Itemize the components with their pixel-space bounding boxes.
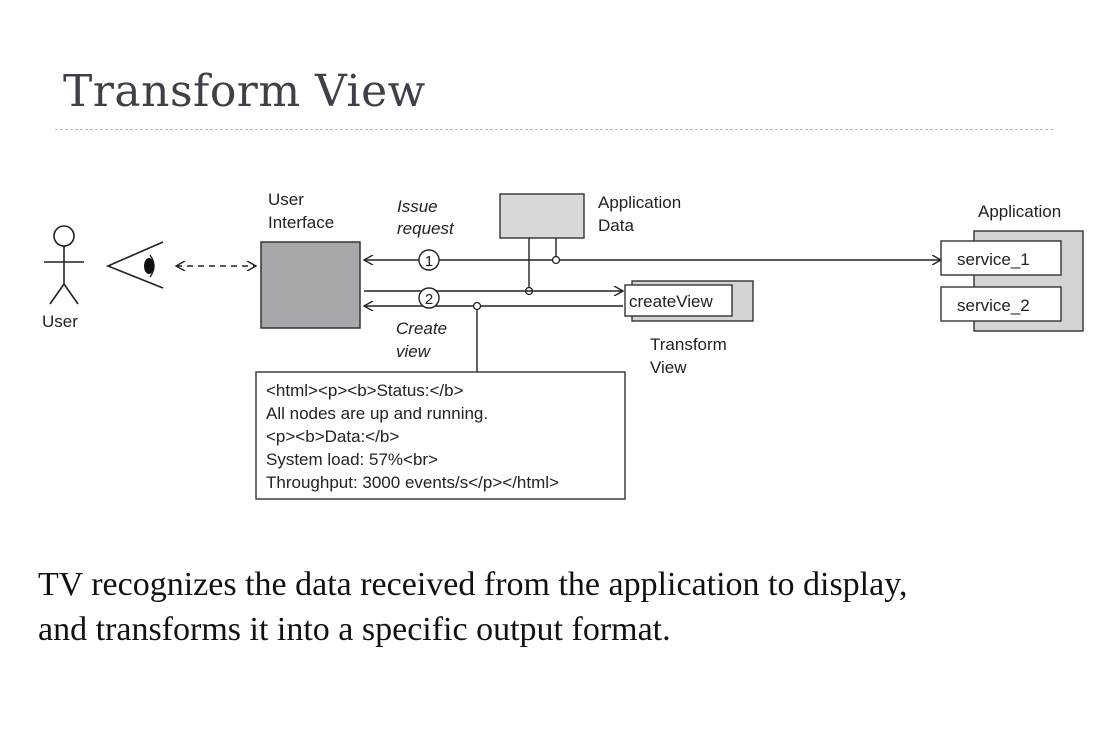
create-view-method-box <box>624 284 733 317</box>
user-interface-label: User Interface <box>268 190 334 232</box>
junction-dot <box>472 301 482 311</box>
junction-dot <box>551 255 561 265</box>
application-data-box <box>499 193 585 239</box>
caption-line: TV recognizes the data received from the… <box>38 566 908 603</box>
step-2-marker <box>418 287 440 309</box>
issue-request-label: Issue request <box>397 197 455 238</box>
create-view-label: Create view <box>396 319 452 361</box>
user-interface-box <box>260 241 361 329</box>
service-1-label: service_1 <box>957 250 1030 269</box>
slide-title: Transform View <box>63 66 426 117</box>
slide-caption: TV recognizes the data received from the… <box>38 562 1058 652</box>
create-view-method-label: createView <box>629 292 714 311</box>
service-1-box <box>940 240 1062 276</box>
service-2-box <box>940 286 1062 322</box>
application-label: Application <box>978 202 1061 221</box>
step-2-number: 2 <box>425 291 433 308</box>
step-1-marker <box>418 249 440 271</box>
user-label: User <box>42 312 78 331</box>
user-actor-icon <box>44 225 84 305</box>
html-output-text: <html><p><b>Status:</b> All nodes are up… <box>266 381 559 492</box>
transform-view-label: Transform View <box>650 335 732 377</box>
application-data-label: Application Data <box>598 193 686 235</box>
caption-line: and transforms it into a specific output… <box>38 611 671 648</box>
step-1-number: 1 <box>425 253 433 270</box>
service-2-label: service_2 <box>957 296 1030 315</box>
html-output-box <box>255 371 626 500</box>
title-divider <box>55 129 1053 130</box>
eye-icon <box>105 241 164 289</box>
